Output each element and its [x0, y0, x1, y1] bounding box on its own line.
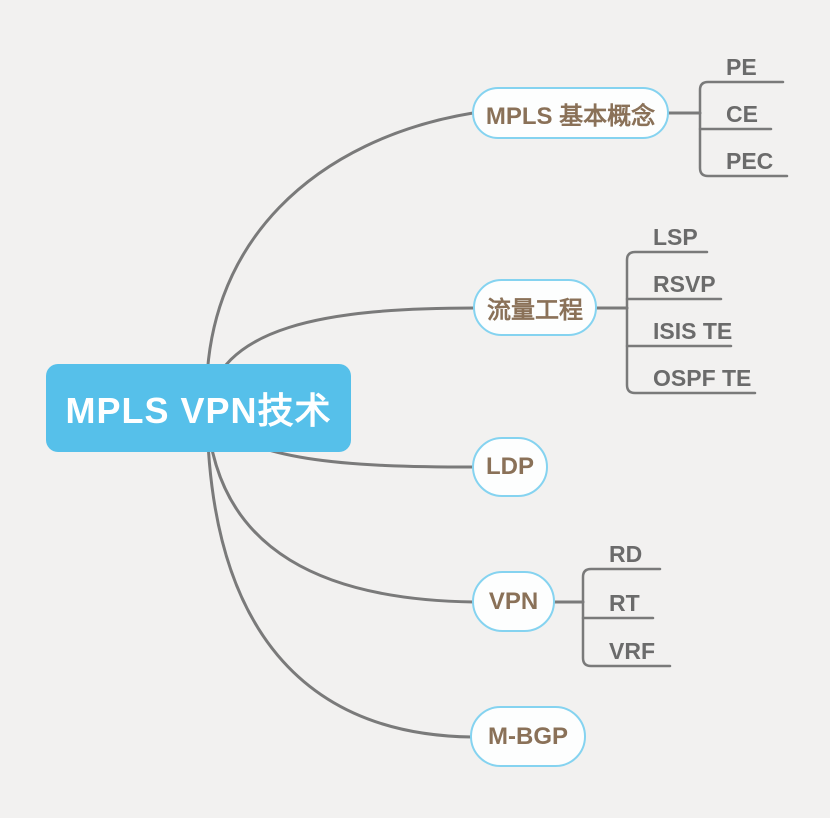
- subtopic-vrf[interactable]: VRF: [609, 638, 655, 664]
- subtopic-ospf-te[interactable]: OSPF TE: [653, 365, 752, 391]
- root-topic[interactable]: MPLS VPN技术: [46, 364, 351, 452]
- subtopic-isis-te[interactable]: ISIS TE: [653, 318, 733, 344]
- topic-vpn-label: VPN: [488, 587, 539, 615]
- topic-mbgp[interactable]: M-BGP: [470, 706, 586, 767]
- topic-ldp[interactable]: LDP: [472, 437, 548, 497]
- connector-root-to-mpls-basics: [205, 111, 475, 415]
- topic-traffic-engineering[interactable]: 流量工程: [473, 279, 597, 336]
- topic-mpls-basics[interactable]: MPLS 基本概念: [472, 87, 669, 139]
- subtopic-pec[interactable]: PEC: [726, 148, 774, 174]
- topic-mpls-basics-label: MPLS 基本概念: [485, 102, 656, 130]
- subtopic-pe[interactable]: PE: [726, 54, 757, 80]
- topic-vpn[interactable]: VPN: [472, 571, 555, 632]
- subtopic-ce[interactable]: CE: [726, 101, 758, 127]
- bracket-traffic-engineering: [625, 250, 757, 395]
- connector-root-to-mbgp: [205, 411, 474, 739]
- subtopic-rd[interactable]: RD: [609, 541, 643, 567]
- topic-traffic-engineering-label: 流量工程: [487, 297, 583, 324]
- root-topic-label: MPLS VPN技术: [65, 390, 332, 431]
- topic-mbgp-label: M-BGP: [488, 722, 568, 750]
- subtopic-lsp[interactable]: LSP: [653, 224, 698, 250]
- connector-root-to-vpn: [205, 411, 476, 604]
- subtopic-rt[interactable]: RT: [609, 590, 640, 616]
- topic-ldp-label: LDP: [486, 453, 534, 480]
- subtopic-rsvp[interactable]: RSVP: [653, 271, 716, 297]
